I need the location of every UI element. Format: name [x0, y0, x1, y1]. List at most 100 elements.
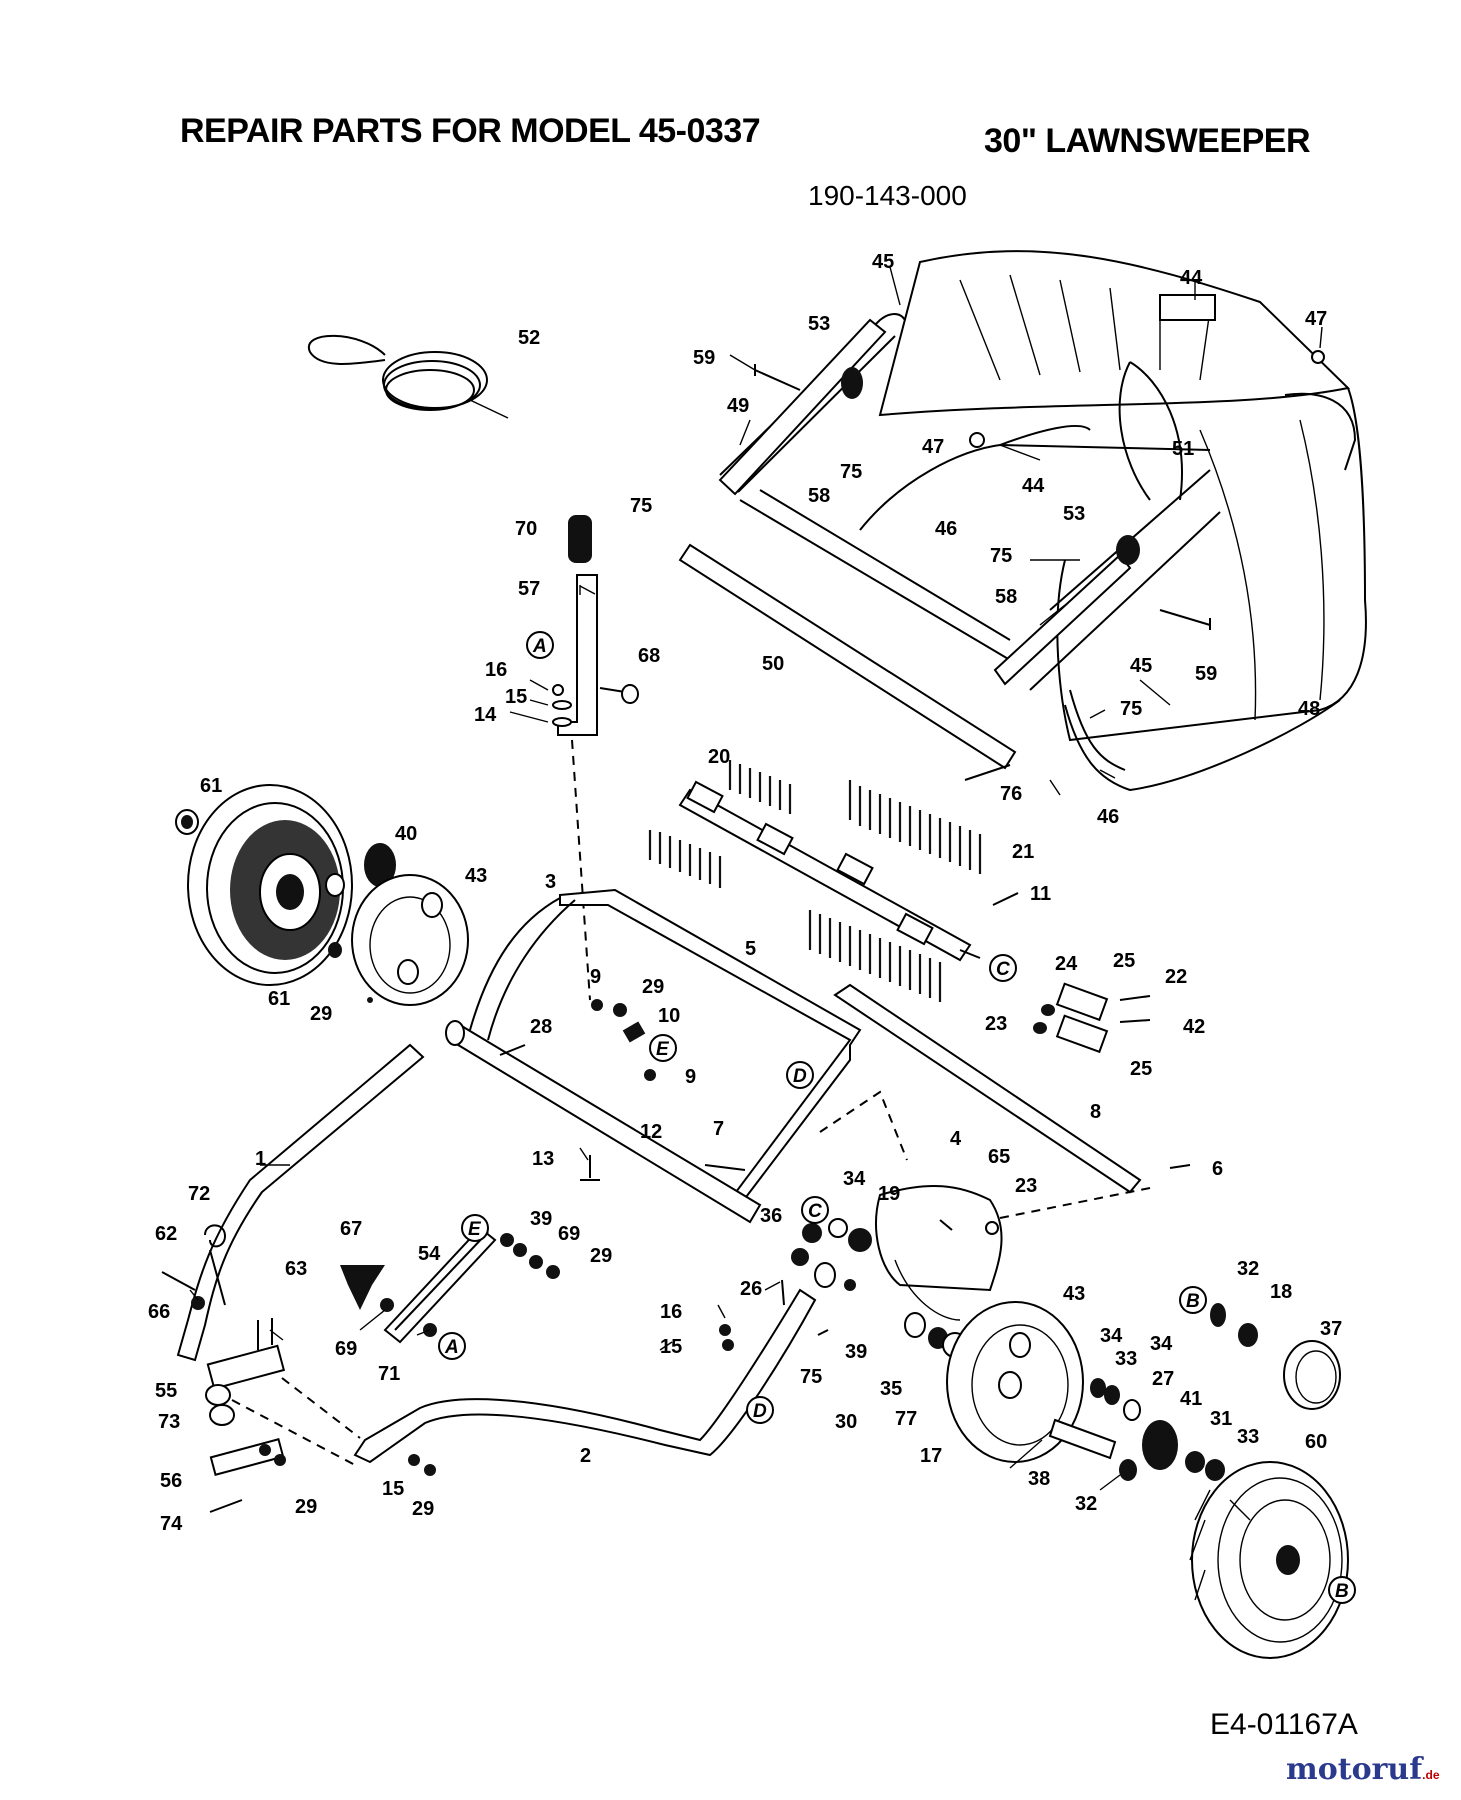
callout-39: 39: [530, 1208, 552, 1230]
hopper-bag-assembly: [678, 250, 1367, 792]
callout-11: 11: [1030, 883, 1051, 905]
callout-48: 48: [1298, 698, 1320, 720]
callout-34: 34: [1150, 1333, 1173, 1355]
callout-12: 12: [640, 1121, 662, 1143]
ref-marker-c: C: [989, 954, 1017, 982]
svg-text:C: C: [996, 959, 1010, 980]
callout-27: 27: [1152, 1368, 1174, 1390]
callout-33: 33: [1237, 1426, 1259, 1448]
callout-58: 58: [995, 586, 1017, 608]
ref-marker-a: A: [526, 631, 554, 659]
svg-text:D: D: [753, 1401, 767, 1422]
callout-47: 47: [922, 436, 944, 458]
callout-31: 31: [1210, 1408, 1232, 1430]
callout-55: 55: [155, 1380, 177, 1402]
motoruf-watermark-logo: motoruf.de: [1286, 1752, 1440, 1787]
callout-75: 75: [1120, 698, 1142, 720]
page-title: REPAIR PARTS FOR MODEL 45-0337: [180, 112, 761, 150]
callout-34: 34: [843, 1168, 866, 1190]
callout-74: 74: [160, 1513, 183, 1535]
callout-9: 9: [590, 966, 601, 988]
callout-69: 69: [558, 1223, 580, 1245]
callout-26: 26: [740, 1278, 762, 1300]
callout-22: 22: [1165, 966, 1187, 988]
svg-text:D: D: [793, 1066, 807, 1087]
assembly-part-number: 190-143-000: [808, 180, 967, 211]
callout-44: 44: [1180, 267, 1203, 289]
callout-9: 9: [685, 1066, 696, 1088]
callout-2: 2: [580, 1445, 591, 1467]
callout-72: 72: [188, 1183, 210, 1205]
callout-29: 29: [412, 1498, 434, 1520]
callout-75: 75: [800, 1366, 822, 1388]
callout-65: 65: [988, 1146, 1010, 1168]
callout-8: 8: [1090, 1101, 1101, 1123]
svg-text:B: B: [1335, 1581, 1349, 1602]
callout-46: 46: [1097, 806, 1119, 828]
callout-53: 53: [808, 313, 830, 335]
callout-25: 25: [1113, 950, 1135, 972]
callout-20: 20: [708, 746, 730, 768]
handle-upper: [552, 515, 639, 1001]
callout-39: 39: [845, 1341, 867, 1363]
callout-37: 37: [1320, 1318, 1342, 1340]
callout-61: 61: [268, 988, 290, 1010]
callout-35: 35: [880, 1378, 902, 1400]
callout-43: 43: [1063, 1283, 1085, 1305]
callout-15: 15: [505, 686, 527, 708]
svg-text:A: A: [444, 1337, 459, 1358]
callout-76: 76: [1000, 783, 1022, 805]
ref-marker-b: B: [1328, 1576, 1356, 1604]
callout-49: 49: [727, 395, 749, 417]
handle-tubes: [176, 1043, 817, 1466]
callout-16: 16: [660, 1301, 682, 1323]
callout-41: 41: [1180, 1388, 1202, 1410]
callout-29: 29: [310, 1003, 332, 1025]
callout-54: 54: [418, 1243, 441, 1265]
callout-50: 50: [762, 653, 784, 675]
callout-24: 24: [1055, 953, 1078, 975]
ref-marker-c: C: [801, 1196, 829, 1224]
callout-62: 62: [155, 1223, 177, 1245]
callout-68: 68: [638, 645, 660, 667]
callout-25: 25: [1130, 1058, 1152, 1080]
ref-marker-d: D: [786, 1061, 814, 1089]
callout-23: 23: [985, 1013, 1007, 1035]
callout-19: 19: [878, 1183, 900, 1205]
callout-45: 45: [872, 251, 894, 273]
callout-63: 63: [285, 1258, 307, 1280]
callout-45: 45: [1130, 655, 1152, 677]
svg-text:B: B: [1186, 1291, 1200, 1312]
lower-left-hardware: [161, 1224, 829, 1513]
callout-14: 14: [474, 704, 497, 726]
housing-assembly: [445, 888, 1191, 1321]
callout-70: 70: [515, 518, 537, 540]
callout-13: 13: [532, 1148, 554, 1170]
reference-markers: A A B B C C D D E E: [438, 631, 1356, 1604]
callout-69: 69: [335, 1338, 357, 1360]
callout-56: 56: [160, 1470, 182, 1492]
callout-16: 16: [485, 659, 507, 681]
callout-21: 21: [1012, 841, 1034, 863]
callout-10: 10: [658, 1005, 680, 1027]
callout-59: 59: [1195, 663, 1217, 685]
callout-66: 66: [148, 1301, 170, 1323]
callout-labels: 45 44 52 53 47 59 49 75 47 51 75 58 44 4…: [148, 251, 1342, 1535]
callout-4: 4: [950, 1128, 962, 1150]
drawing-code: E4-01167A: [1210, 1708, 1358, 1741]
callout-77: 77: [895, 1408, 917, 1430]
svg-text:A: A: [532, 636, 547, 657]
product-name: 30" LAWNSWEEPER: [984, 122, 1311, 160]
callout-47: 47: [1305, 308, 1327, 330]
callout-32: 32: [1237, 1258, 1259, 1280]
callout-15: 15: [382, 1478, 404, 1500]
callout-32: 32: [1075, 1493, 1097, 1515]
leader-lines: [189, 266, 1323, 1521]
callout-67: 67: [340, 1218, 362, 1240]
callout-73: 73: [158, 1411, 180, 1433]
callout-28: 28: [530, 1016, 552, 1038]
callout-52: 52: [518, 327, 540, 349]
callout-34: 34: [1100, 1325, 1123, 1347]
callout-23: 23: [1015, 1175, 1037, 1197]
